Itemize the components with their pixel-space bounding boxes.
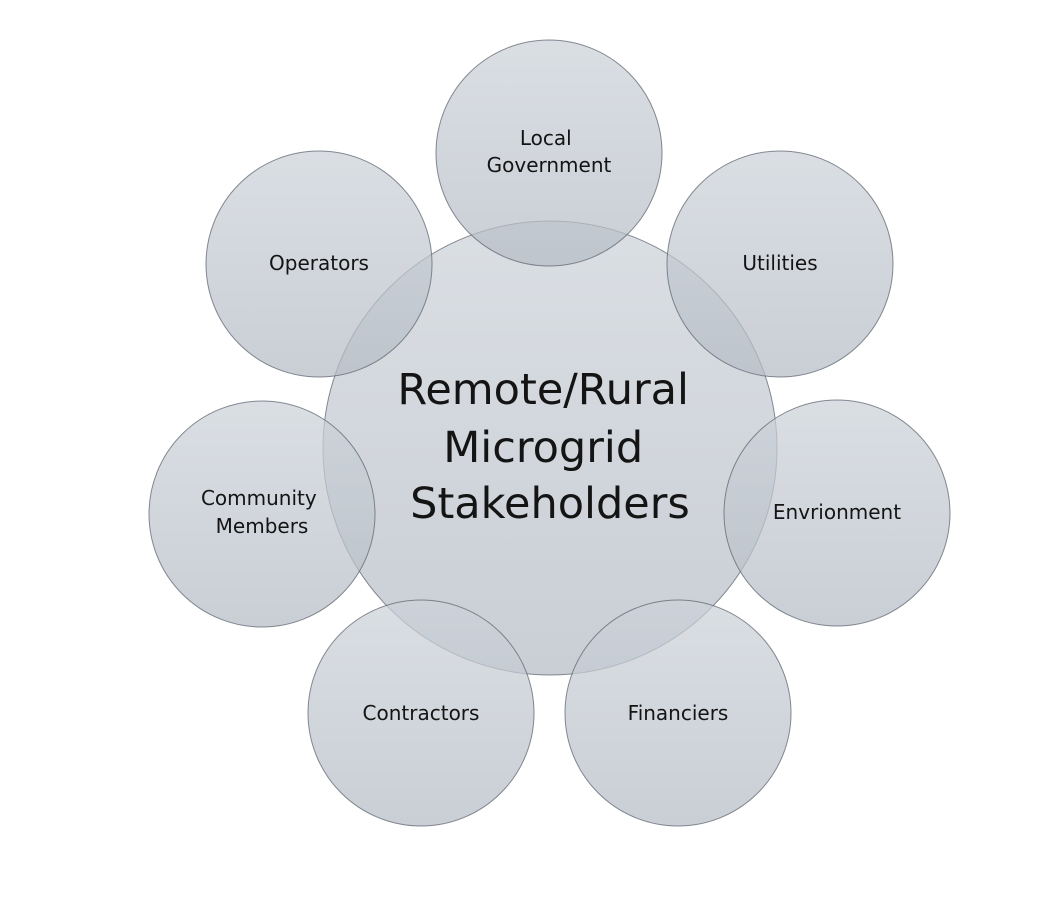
satellite-utilities: Utilities	[666, 150, 894, 378]
satellite-label-line: Contractors	[363, 701, 480, 725]
center-label-line-1: Remote/Rural	[397, 365, 689, 415]
satellite-label-line: Financiers	[628, 701, 729, 725]
satellite-community-members: Community Members	[148, 400, 376, 628]
satellite-label-community-members: Community Members	[201, 486, 323, 538]
center-label-line-2: Microgrid	[443, 423, 643, 473]
satellite-label-envrionment: Envrionment	[773, 500, 901, 524]
satellite-envrionment: Envrionment	[723, 399, 951, 627]
center-label: Remote/Rural Microgrid Stakeholders	[397, 365, 702, 529]
satellite-label-local-government: Local Government	[487, 126, 612, 177]
satellite-financiers: Financiers	[564, 599, 792, 827]
satellite-local-government: Local Government	[435, 39, 663, 267]
satellite-label-line: Operators	[269, 251, 369, 275]
satellite-label-line: Community	[201, 486, 317, 510]
satellite-label-line: Local	[520, 126, 572, 150]
satellite-label-line: Government	[487, 153, 612, 177]
satellite-contractors: Contractors	[307, 599, 535, 827]
center-node: Remote/Rural Microgrid Stakeholders	[322, 220, 778, 676]
satellite-label-operators: Operators	[269, 251, 369, 275]
satellite-label-line: Utilities	[742, 251, 817, 275]
satellite-label-line: Members	[216, 514, 309, 538]
satellite-operators: Operators	[205, 150, 433, 378]
satellite-label-utilities: Utilities	[742, 251, 817, 275]
center-label-line-3: Stakeholders	[410, 479, 690, 529]
satellite-label-contractors: Contractors	[363, 701, 480, 725]
satellite-label-financiers: Financiers	[628, 701, 729, 725]
satellite-label-line: Envrionment	[773, 500, 901, 524]
